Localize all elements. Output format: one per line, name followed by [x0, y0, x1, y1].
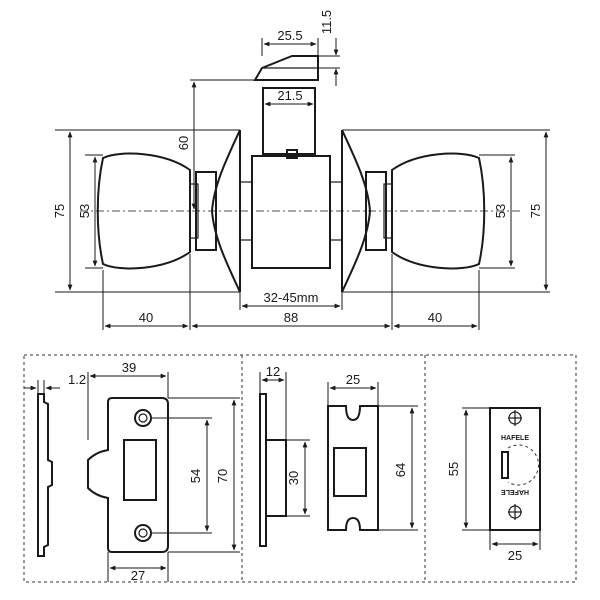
- small-plate: [489, 407, 541, 531]
- brand-text-top: HAFELE: [501, 435, 529, 442]
- label-latch-width: 25.5: [277, 28, 302, 43]
- label-rose-right: 75: [528, 204, 543, 218]
- small-plate-view: HAFELE HAFELE 55 25: [446, 407, 541, 563]
- latch-bolt: [253, 55, 319, 81]
- latch-faceplate-view: 12 30 25 64: [259, 364, 418, 547]
- label-knob-len-left: 40: [139, 310, 153, 325]
- label-faceplate-width: 25: [346, 372, 360, 387]
- label-strike-thickness: 1.2: [68, 372, 86, 387]
- label-latch-body: 21.5: [277, 88, 302, 103]
- screw-hole-top: [134, 409, 152, 427]
- latch-housing-side: [265, 439, 287, 517]
- screw-hole-bottom: [134, 524, 152, 542]
- strike-plate-view: 1.2 39 54 70 27: [24, 360, 240, 583]
- plate-cylinder-cutout: [507, 444, 539, 486]
- knob-right: [391, 152, 486, 270]
- strike-plate-front: [87, 397, 169, 553]
- label-strike-width: 39: [122, 360, 136, 375]
- label-backset: 60: [176, 136, 191, 150]
- label-rose-left: 75: [52, 204, 67, 218]
- latch-window: [333, 447, 367, 497]
- label-strike-bottom-width: 27: [131, 568, 145, 583]
- lock-chassis: [251, 155, 331, 269]
- rose-right: [341, 129, 372, 293]
- rose-collar-right: [365, 171, 387, 251]
- label-faceplate-opening: 30: [286, 471, 301, 485]
- label-faceplate-depth: 12: [266, 364, 280, 379]
- label-faceplate-height: 64: [393, 463, 408, 477]
- spindle-pin: [286, 149, 298, 159]
- label-hole-spacing: 54: [188, 469, 203, 483]
- detail-panels-frame: [23, 354, 577, 583]
- label-latch-height: 11.5: [319, 10, 334, 34]
- strike-plate-profile: [37, 393, 53, 557]
- label-body-span: 88: [284, 310, 298, 325]
- label-knob-left: 53: [77, 204, 92, 218]
- rose-left: [210, 129, 241, 293]
- knobset-view: 25.5 11.5 21.5 60 75 53 53 75 32-45mm 40…: [52, 10, 550, 330]
- strike-opening: [123, 439, 157, 501]
- label-plate-height: 55: [446, 462, 461, 476]
- label-knob-len-right: 40: [428, 310, 442, 325]
- label-knob-right: 53: [493, 204, 508, 218]
- label-door-thickness: 32-45mm: [264, 290, 319, 305]
- rose-collar-left: [195, 171, 217, 251]
- latch-body: [262, 87, 316, 155]
- knob-left: [96, 152, 191, 270]
- brand-text-bottom: HAFELE: [501, 488, 529, 495]
- label-plate-width: 25: [508, 548, 522, 563]
- faceplate-front: [327, 405, 379, 531]
- label-strike-height: 70: [215, 469, 230, 483]
